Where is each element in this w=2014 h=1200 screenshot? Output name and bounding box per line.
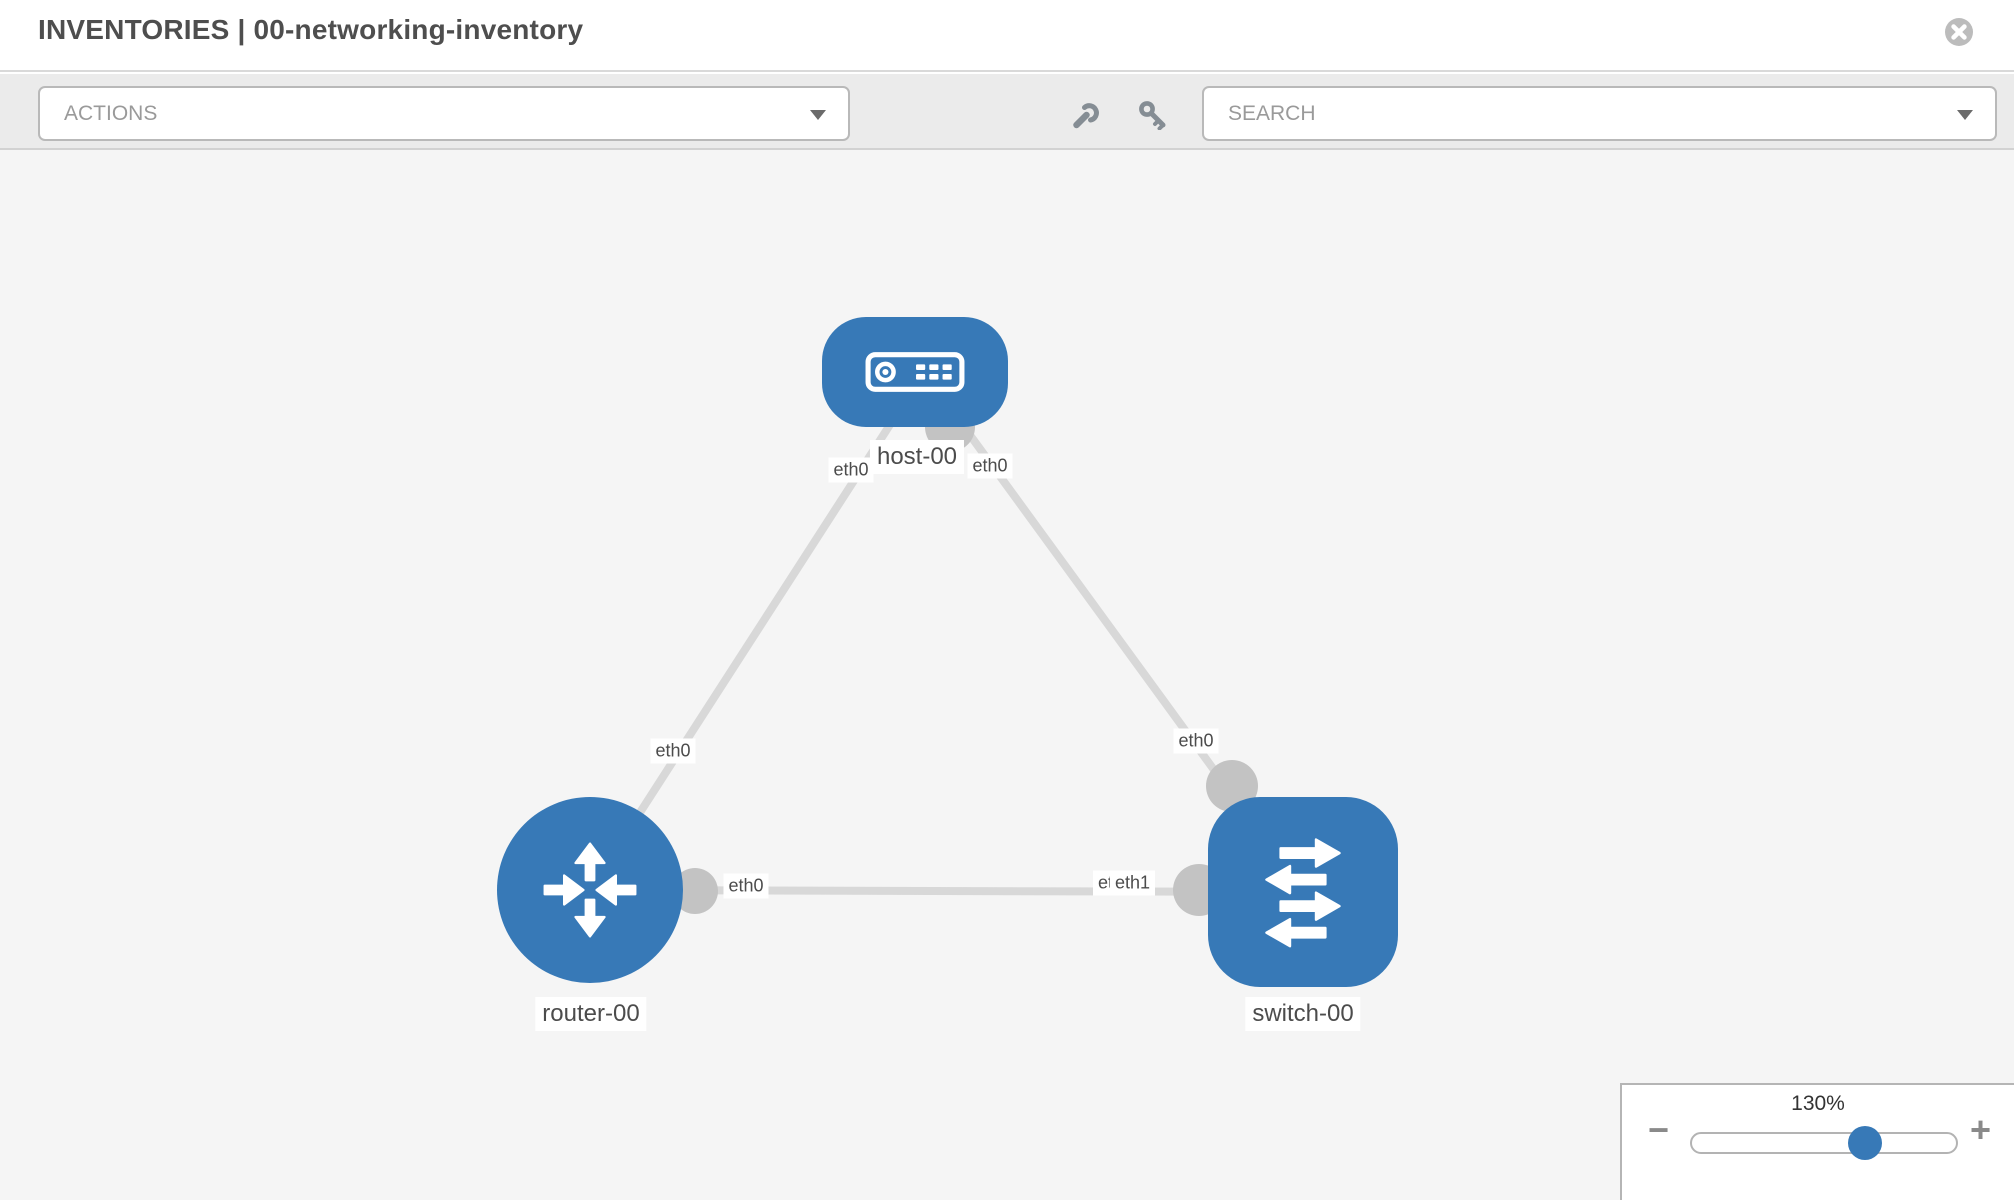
if-label-host-eth0-right: eth0 bbox=[967, 453, 1013, 479]
if-label-router-eth0: eth0 bbox=[723, 873, 769, 899]
chevron-down-icon bbox=[810, 109, 826, 120]
key-icon[interactable] bbox=[1136, 98, 1168, 130]
node-router-00[interactable] bbox=[497, 797, 683, 983]
node-label-host: host-00 bbox=[869, 440, 965, 474]
if-label-switch-eth0-uplink: eth0 bbox=[1173, 728, 1219, 754]
actions-dropdown-label: ACTIONS bbox=[64, 101, 158, 125]
search-dropdown-label: SEARCH bbox=[1228, 101, 1316, 125]
if-label-switch-eth1: eth1 bbox=[1110, 870, 1156, 896]
zoom-level-value: 130% bbox=[1791, 1092, 1845, 1115]
node-label-switch: switch-00 bbox=[1245, 997, 1361, 1031]
switch-icon bbox=[1265, 838, 1341, 948]
wrench-icon[interactable] bbox=[1068, 98, 1100, 130]
zoom-slider-track[interactable] bbox=[1690, 1132, 1958, 1154]
topology-edges bbox=[586, 369, 1307, 916]
topology-canvas[interactable]: host-00 router-00 switch-00 eth0 eth0 et… bbox=[0, 150, 2014, 1200]
host-icon bbox=[865, 352, 965, 392]
zoom-slider-thumb[interactable] bbox=[1848, 1126, 1882, 1160]
if-label-router-eth0-uplink: eth0 bbox=[650, 738, 696, 764]
router-icon bbox=[543, 842, 637, 938]
if-label-host-eth0-left: eth0 bbox=[828, 457, 874, 483]
chevron-down-icon bbox=[1957, 109, 1973, 120]
node-label-router: router-00 bbox=[535, 997, 647, 1031]
node-switch-00[interactable] bbox=[1208, 797, 1398, 987]
toolbar: ACTIONS SEARCH bbox=[0, 74, 2014, 150]
close-icon[interactable] bbox=[1944, 17, 1974, 47]
actions-dropdown[interactable]: ACTIONS bbox=[38, 86, 850, 141]
zoom-control-panel: 130% − + bbox=[1620, 1083, 2014, 1200]
header-bar: INVENTORIES | 00-networking-inventory bbox=[0, 0, 2014, 72]
page-title: INVENTORIES | 00-networking-inventory bbox=[38, 14, 584, 45]
zoom-in-button[interactable]: + bbox=[1970, 1109, 1992, 1150]
port-router-eth0[interactable] bbox=[672, 868, 718, 914]
node-host-00[interactable] bbox=[822, 317, 1008, 427]
zoom-out-button[interactable]: − bbox=[1648, 1109, 1670, 1150]
search-dropdown[interactable]: SEARCH bbox=[1202, 86, 1997, 141]
